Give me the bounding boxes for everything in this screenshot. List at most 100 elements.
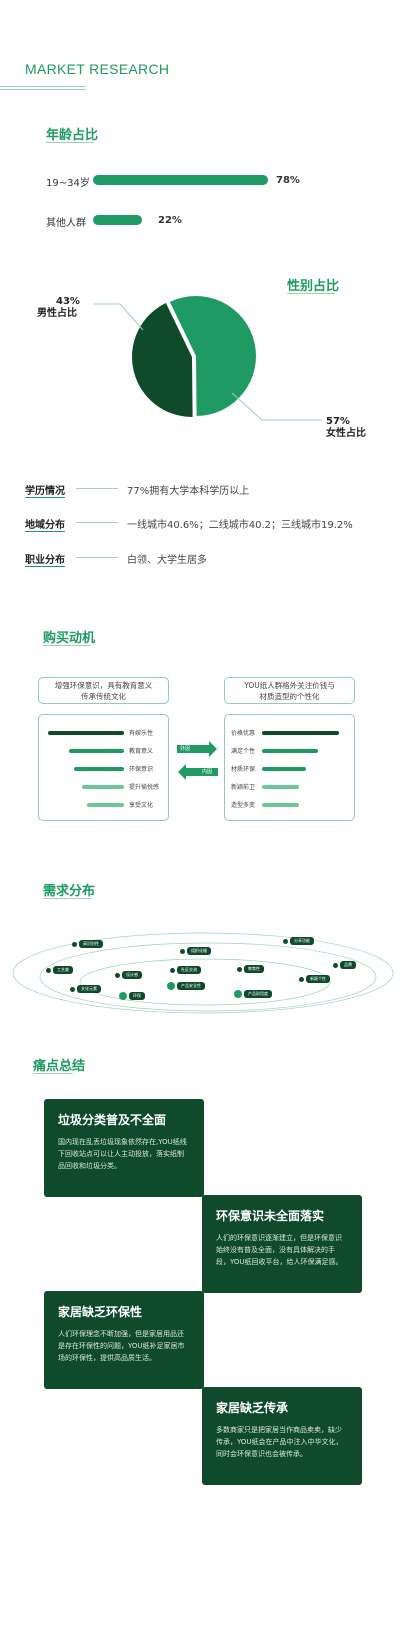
region-value: 一线城市40.6%；二线城市40.2；三线城市19.2% [127, 520, 353, 531]
occupation-value: 白领、大学生居多 [127, 555, 207, 566]
age-bar [93, 215, 142, 225]
left-bar [87, 803, 124, 807]
gender-pie-chart [93, 296, 322, 421]
right-item-label: 材质环保 [231, 766, 256, 773]
right-reason-text-2: 材质造型的个性化 [259, 692, 320, 701]
info-connector [76, 522, 118, 523]
left-motivation-panel [38, 714, 169, 821]
arrow-right-icon [177, 741, 217, 757]
title-underline-2 [0, 89, 86, 90]
pain-card-title: 家居缺乏传承 [216, 1401, 289, 1415]
age-section-title: 年龄占比 [46, 128, 99, 143]
gender-section-title: 性别占比 [287, 279, 340, 294]
male-leader-line-2 [119, 303, 144, 331]
right-bar [262, 803, 299, 807]
demand-node: 工艺美 [46, 966, 73, 974]
age-row-label: 其他人群 [46, 218, 86, 229]
left-item-label: 提升愉悦感 [129, 784, 160, 791]
left-reason-text-1: 增强环保意识，具有教育意义 [54, 681, 153, 690]
male-label: 男性占比 [37, 308, 77, 319]
demand-node: 品牌 [333, 961, 356, 969]
right-bar [262, 767, 306, 771]
pain-card: 家居缺乏传承 多数商家只是把家居当作商品卖卖，缺少传承，YOU纸会在产品中注入中… [202, 1387, 362, 1485]
demand-section-title: 需求分布 [43, 884, 96, 899]
right-motivation-panel [224, 714, 355, 821]
gender-title-underline [287, 293, 335, 294]
demand-node: 设计感 [115, 971, 142, 979]
age-row-label: 19~34岁 [46, 178, 90, 189]
page-title: MARKET RESEARCH [25, 61, 170, 77]
left-item-label: 有娱乐性 [129, 730, 154, 737]
left-bar [74, 767, 124, 771]
left-bar [69, 749, 124, 753]
motivation-title-underline [43, 645, 91, 646]
education-value: 77%拥有大学本科学历以上 [127, 486, 250, 497]
demand-node: 社区交流 [170, 966, 201, 974]
arrow-in-label: 内因 [202, 769, 213, 775]
demand-node: 新颖个性 [299, 975, 330, 983]
left-reason-box [38, 677, 169, 704]
key-underline [25, 497, 65, 498]
pie-slice-female [169, 296, 256, 416]
left-bar [82, 785, 124, 789]
title-underline [0, 86, 86, 87]
inner-orbit [79, 958, 331, 1006]
demand-node: 组织化服 [180, 947, 211, 955]
pain-card-text: 人们环保理念不断加强，但是家居用品还是存在环保性的问题，YOU纸补足家居市场的环… [58, 1330, 185, 1362]
arrow-out-label: 外因 [180, 746, 191, 752]
demand-title-underline [43, 898, 91, 899]
outer-orbit [12, 932, 394, 1014]
demand-node: 产品耐用度 [234, 990, 272, 998]
female-leader-line [231, 392, 263, 421]
female-pct: 57% [326, 416, 350, 427]
demand-node: 产品安全性 [167, 982, 205, 990]
right-item-label: 价格优惠 [231, 730, 256, 737]
pain-card: 家居缺乏环保性 人们环保理念不断加强，但是家居用品还是存在环保性的问题，YOU纸… [44, 1291, 204, 1389]
age-pct: 22% [158, 215, 182, 226]
pain-card-text: 多数商家只是把家居当作商品卖卖，缺少传承，YOU纸会在产品中注入中华文化，同时会… [216, 1426, 343, 1458]
demand-node: 教育性 [237, 965, 264, 973]
pie-slice-male [131, 302, 193, 417]
pain-card: 垃圾分类普及不全面 国内现在乱丢垃圾现象依然存在,YOU纸线下回收站点可以让人主… [44, 1099, 204, 1197]
right-bar [262, 749, 318, 753]
pain-section-title: 痛点总结 [33, 1059, 86, 1074]
demand-orbit-diagram [12, 932, 394, 1014]
right-item-label: 满足个性 [231, 748, 256, 755]
pain-card-title: 家居缺乏环保性 [58, 1305, 143, 1319]
info-connector [76, 488, 118, 489]
pain-card: 环保意识未全面落实 人们的环保意识逐渐建立，但是环保意识始终没有普及全面，没有具… [202, 1195, 362, 1293]
age-bar [93, 175, 268, 185]
pain-card-text: 人们的环保意识逐渐建立，但是环保意识始终没有普及全面，没有具体解决的手段，YOU… [216, 1234, 343, 1266]
right-reason-text-1: YOU纸人群格外关注价钱与 [244, 681, 335, 690]
education-key: 学历情况 [25, 486, 65, 497]
key-underline [25, 531, 65, 532]
motivation-section-title: 购买动机 [43, 631, 96, 646]
right-item-label: 新颖前卫 [231, 784, 256, 791]
age-pct: 78% [276, 175, 300, 186]
left-item-label: 教育意义 [129, 748, 154, 755]
right-bar [262, 731, 339, 735]
occupation-key: 职业分布 [25, 555, 65, 566]
demand-node: 文化元素 [70, 985, 101, 993]
pain-card-title: 环保意识未全面落实 [216, 1209, 325, 1223]
left-bar [48, 731, 124, 735]
arrow-left-icon [178, 764, 218, 780]
left-item-label: 享受文化 [129, 802, 154, 809]
age-title-underline [46, 142, 94, 143]
right-bar [262, 785, 299, 789]
female-label: 女性占比 [326, 428, 366, 439]
pain-title-underline [33, 1073, 73, 1074]
region-key: 地域分布 [25, 520, 65, 531]
demand-node: 分享功能 [283, 937, 314, 945]
pain-card-title: 垃圾分类普及不全面 [58, 1113, 167, 1127]
right-item-label: 造型多变 [231, 802, 256, 809]
middle-orbit [39, 942, 377, 1012]
left-reason-text-2: 传承传统文化 [81, 692, 126, 701]
male-pct: 43% [56, 296, 80, 307]
key-underline [25, 566, 65, 567]
left-item-label: 环保意识 [129, 766, 154, 773]
pain-card-text: 国内现在乱丢垃圾现象依然存在,YOU纸线下回收站点可以让人主动投放，落实纸制品回… [58, 1138, 187, 1170]
demand-node: 高识别性 [72, 940, 103, 948]
info-connector [76, 557, 118, 558]
demand-node: 环保 [119, 992, 145, 1000]
